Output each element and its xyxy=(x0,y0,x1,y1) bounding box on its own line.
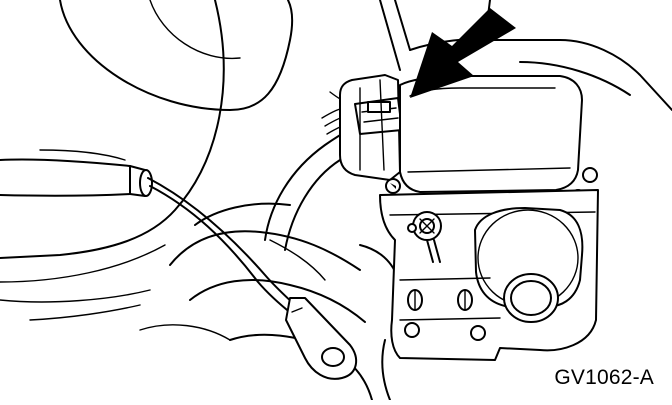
vacuum-hose xyxy=(129,165,153,197)
ground-wire xyxy=(147,177,299,315)
engine-contour-lines xyxy=(0,0,294,321)
mounting-bolts xyxy=(399,167,598,341)
round-port xyxy=(474,207,584,323)
engine-block-contours xyxy=(139,202,399,401)
ring-terminal xyxy=(285,297,358,380)
electrical-connector xyxy=(339,74,403,181)
figure-id-label: GV1062-A xyxy=(554,366,654,389)
callout-arrow xyxy=(410,8,516,98)
